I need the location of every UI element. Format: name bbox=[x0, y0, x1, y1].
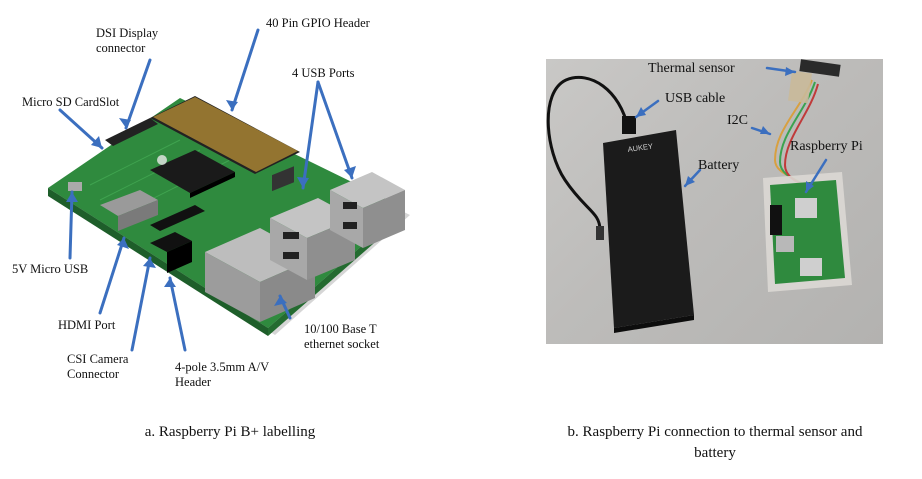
panel-a: DSI Display connector 40 Pin GPIO Header… bbox=[0, 0, 460, 479]
label-micro-usb: 5V Micro USB bbox=[12, 262, 89, 276]
usb-cable bbox=[546, 75, 630, 231]
csi-connector bbox=[150, 205, 205, 231]
label-dsi-line1: DSI Display bbox=[96, 26, 159, 40]
label-csi-line2: Connector bbox=[67, 367, 120, 381]
caption-b-line1: b. Raspberry Pi connection to thermal se… bbox=[567, 424, 863, 440]
label-av-line1: 4-pole 3.5mm A/V bbox=[175, 360, 270, 374]
label-eth-line2: ethernet socket bbox=[304, 337, 380, 351]
label-eth-line1: 10/100 Base T bbox=[304, 322, 377, 336]
caption-a: a. Raspberry Pi B+ labelling bbox=[144, 424, 316, 440]
battery-pack: AUKEY bbox=[603, 130, 694, 333]
label-csi-line1: CSI Camera bbox=[67, 352, 129, 366]
raspberry-pi-case bbox=[763, 172, 852, 292]
label-battery: Battery bbox=[698, 158, 740, 173]
label-raspberry-pi: Raspberry Pi bbox=[790, 139, 863, 154]
usb-ports bbox=[270, 172, 405, 280]
micro-usb-port bbox=[68, 182, 82, 191]
av-jack bbox=[150, 232, 192, 252]
soc-chip bbox=[150, 150, 235, 193]
gpio-header bbox=[150, 96, 300, 174]
hdmi-port bbox=[100, 190, 158, 216]
thermal-sensor bbox=[788, 59, 841, 104]
label-gpio: 40 Pin GPIO Header bbox=[266, 16, 370, 30]
label-hdmi: HDMI Port bbox=[58, 318, 116, 332]
battery-brand: AUKEY bbox=[627, 142, 653, 154]
label-i2c: I2C bbox=[727, 113, 748, 128]
label-usb-cable: USB cable bbox=[665, 91, 726, 106]
caption-b-line2: battery bbox=[694, 445, 736, 461]
label-microsd: Micro SD CardSlot bbox=[22, 95, 120, 109]
sd-slot bbox=[105, 118, 158, 146]
label-usb-ports: 4 USB Ports bbox=[292, 66, 355, 80]
label-thermal-sensor: Thermal sensor bbox=[648, 61, 735, 76]
raspberry-pi-illustration bbox=[48, 28, 410, 352]
label-av-line2: Header bbox=[175, 375, 212, 389]
label-dsi-line2: connector bbox=[96, 41, 146, 55]
